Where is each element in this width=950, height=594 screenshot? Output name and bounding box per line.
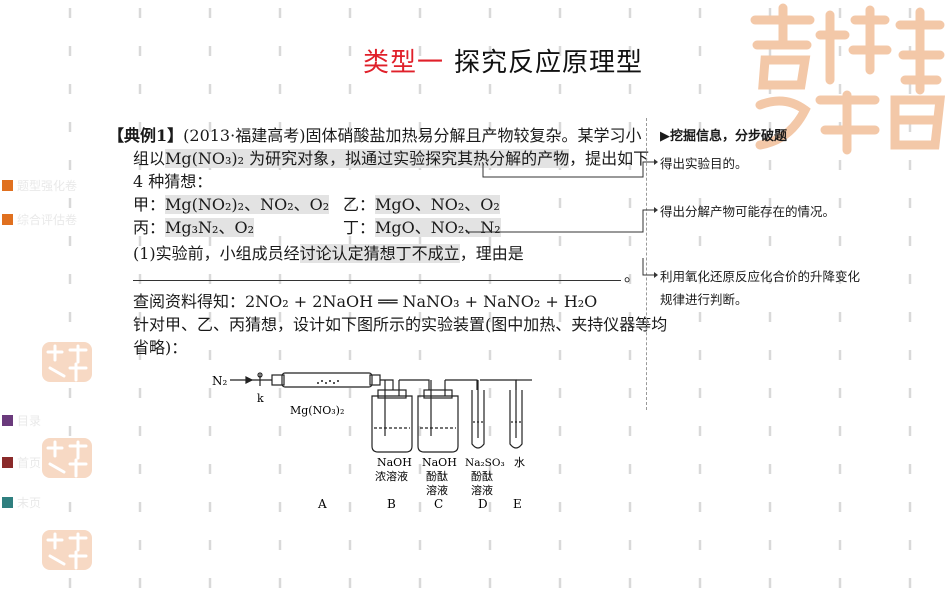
hypothesis-yi: 乙：MgO、NO₂、O₂ (343, 191, 500, 215)
blank-end: 。 (624, 266, 641, 285)
question-part-1: (1)实验前，小组成员经讨论认定猜想丁不成立，理由是 (133, 240, 524, 264)
decorative-logo-small (42, 530, 92, 570)
apparatus-letter: B (387, 497, 396, 511)
n2-label: N₂ (212, 374, 228, 388)
decorative-logo-large (750, 3, 946, 155)
hypothesis-products: MgO、NO₂、O₂ (375, 195, 500, 214)
apparatus-letter: A (317, 497, 327, 511)
b-label-1: NaOH (377, 456, 412, 469)
reagent-label: Mg(NO₃)₂ (290, 404, 344, 417)
hypothesis-label: 甲： (133, 195, 166, 214)
bullet-icon (2, 497, 13, 508)
sidebar-item-label: 首页 (17, 456, 42, 470)
question-text: (1)实验前，小组成员经 (133, 244, 300, 263)
sidebar-item-label: 综合评估卷 (17, 213, 78, 227)
analysis-note-2: 得出分解产物可能存在的情况。 (660, 204, 836, 219)
hypothesis-label: 乙： (343, 195, 376, 214)
question-text: 4 种猜想： (133, 172, 213, 191)
hypothesis-bing: 丙：Mg₃N₂、O₂ (133, 214, 255, 238)
hypothesis-label: 丁： (343, 218, 376, 237)
question-text: 固体硝酸盐加热易分解且产物较复杂。某学习小 (305, 126, 642, 145)
hypothesis-products: Mg₃N₂、O₂ (165, 218, 255, 237)
apparatus-letter: C (434, 497, 443, 511)
apparatus-letter: E (513, 497, 522, 511)
sidebar-item-assessment[interactable]: 综合评估卷 (2, 211, 77, 228)
question-text: ，理由是 (459, 244, 524, 263)
bullet-icon (2, 457, 13, 468)
apparatus-letter: D (478, 497, 488, 511)
d-label-1: Na₂SO₃ (465, 457, 505, 469)
sidebar-item-practice[interactable]: 题型强化卷 (2, 177, 77, 194)
sidebar-item-home[interactable]: 首页 (2, 454, 41, 471)
title-type: 类型一 (363, 48, 445, 78)
c-label-1: NaOH (422, 456, 457, 469)
c-label-2: 酚酞 (426, 469, 448, 483)
sidebar-item-last[interactable]: 末页 (2, 494, 41, 511)
answer-blank (133, 280, 621, 281)
decorative-logo-small (42, 342, 92, 382)
sidebar-item-contents[interactable]: 目录 (2, 412, 41, 429)
question-line-3: 4 种猜想： (133, 168, 212, 192)
question-text: 组以 (133, 149, 166, 168)
highlight-reason: 讨论认定猜想丁不成立 (299, 244, 460, 263)
bullet-icon (2, 214, 13, 225)
decorative-logo-small (42, 438, 92, 478)
title-name: 探究反应原理型 (454, 48, 644, 78)
analysis-note-1: 得出实验目的。 (660, 156, 748, 171)
d-label-2: 酚酞 (471, 469, 493, 483)
question-source: (2013·福建高考) (183, 126, 306, 145)
question-line-2: 组以Mg(NO₃)₂ 为研究对象，拟通过实验探究其热分解的产物，提出如下 (133, 145, 649, 169)
reference-equation: 查阅资料得知：2NO₂ + 2NaOH ══ NaNO₃ + NaNO₂ + H… (133, 292, 598, 311)
design-text-2: 省略)： (133, 338, 188, 357)
stopcock-label: k (257, 392, 264, 405)
column-divider (646, 118, 647, 410)
c-label-3: 溶液 (426, 483, 448, 497)
apparatus-diagram: N₂ k Mg(NO₃)₂ NaOH 浓溶液 NaOH 酚酞 溶液 Na₂SO₃… (212, 372, 532, 511)
design-text-1: 针对甲、乙、丙猜想，设计如下图所示的实验装置(图中加热、夹持仪器等均 (133, 315, 668, 334)
b-label-2: 浓溶液 (375, 469, 408, 483)
page-title: 类型一探究反应原理型 (363, 42, 643, 79)
question-text: ，提出如下 (569, 149, 650, 168)
question-line-1: 【典例1】(2013·福建高考)固体硝酸盐加热易分解且产物较复杂。某学习小 (108, 122, 641, 146)
hypothesis-products: Mg(NO₂)₂、NO₂、O₂ (165, 195, 330, 214)
bullet-icon (2, 180, 13, 191)
analysis-note-3: 利用氧化还原反应化合价的升降变化 (660, 269, 861, 284)
sidebar-item-label: 目录 (17, 414, 42, 428)
d-label-3: 溶液 (471, 483, 493, 497)
sidebar-item-label: 末页 (17, 496, 42, 510)
example-tag: 【典例1】 (108, 126, 184, 145)
analysis-note-3b: 规律进行判断。 (660, 292, 748, 307)
e-label-1: 水 (514, 456, 525, 469)
sidebar-item-label: 题型强化卷 (17, 179, 78, 193)
analysis-header: ▶挖掘信息，分步破题 (660, 129, 787, 144)
bullet-icon (2, 415, 13, 426)
highlight-goal: Mg(NO₃)₂ 为研究对象，拟通过实验探究其热分解的产物 (165, 149, 570, 168)
hypothesis-label: 丙： (133, 218, 166, 237)
hypothesis-jia: 甲：Mg(NO₂)₂、NO₂、O₂ (133, 191, 330, 215)
